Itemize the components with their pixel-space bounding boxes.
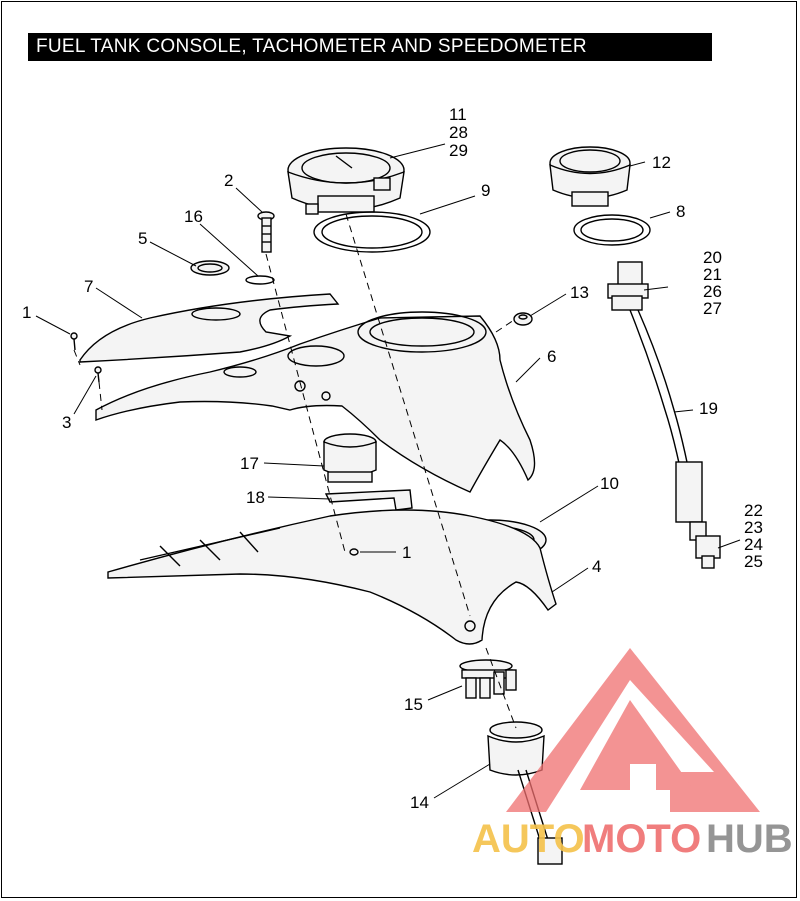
lower-screw — [349, 548, 359, 556]
console-top-cover — [79, 293, 340, 363]
watermark-text-hub: HUB — [706, 817, 793, 861]
callout-20: 20 — [703, 248, 722, 267]
callout-23: 23 — [744, 518, 763, 537]
assembly-guide-lines — [73, 213, 517, 729]
grommet — [245, 275, 275, 285]
callout-29: 29 — [449, 141, 468, 160]
diagram-title: FUEL TANK CONSOLE, TACHOMETER AND SPEEDO… — [28, 33, 712, 61]
callout-7: 7 — [84, 277, 93, 296]
callout-15: 15 — [404, 695, 423, 714]
callout-13: 13 — [570, 283, 589, 302]
callout-2: 2 — [224, 171, 233, 190]
callout-leader-lines — [35, 143, 741, 799]
callout-12: 12 — [652, 153, 671, 172]
callout-10: 10 — [600, 474, 619, 493]
indicator-lamp-housing — [323, 433, 377, 483]
watermark-text-moto: MOTO — [582, 817, 701, 861]
callout-21: 21 — [703, 265, 722, 284]
callout-19: 19 — [699, 399, 718, 418]
console-grommet — [513, 312, 533, 326]
callout-8: 8 — [676, 202, 685, 221]
callout-3: 3 — [62, 413, 71, 432]
tachometer-housing — [549, 146, 631, 207]
callout-28: 28 — [449, 123, 468, 142]
callout-22: 22 — [744, 501, 763, 520]
callout-labels: 11 28 29 12 2 9 16 5 8 20 21 26 27 7 1 1… — [22, 105, 763, 812]
gauge-connector — [459, 659, 517, 699]
gauge-sensor-assembly — [487, 721, 563, 865]
callout-17: 17 — [240, 454, 259, 473]
callout-16: 16 — [184, 207, 203, 226]
callout-9: 9 — [481, 181, 490, 200]
speedometer-gasket-ring — [313, 211, 431, 253]
callout-6: 6 — [547, 347, 556, 366]
callout-11: 11 — [449, 105, 467, 124]
speedometer-housing — [287, 147, 405, 215]
small-screw-upper — [70, 332, 78, 351]
tachometer-wire-harness — [607, 261, 721, 569]
callout-5: 5 — [138, 229, 147, 248]
callout-18: 18 — [246, 488, 265, 507]
callout-27: 27 — [703, 299, 722, 318]
callout-4: 4 — [592, 557, 601, 576]
watermark-text-auto: AUTO — [472, 817, 585, 861]
callout-26: 26 — [703, 282, 722, 301]
callout-1-lower: 1 — [402, 543, 411, 562]
console-lower-panel — [107, 509, 557, 645]
console-base — [95, 311, 536, 493]
console-emblem — [190, 260, 230, 276]
lamp-bracket — [324, 489, 413, 511]
callout-14: 14 — [410, 793, 429, 812]
small-screw-lower — [94, 366, 102, 383]
automotohub-watermark-logo: AUTO MOTO HUB — [472, 648, 793, 861]
callout-25: 25 — [744, 552, 763, 571]
tachometer-gasket-ring — [573, 214, 651, 246]
callout-24: 24 — [744, 535, 763, 554]
callout-1-upper: 1 — [22, 303, 31, 322]
mounting-screw — [257, 211, 275, 253]
watermark-triangle-mark — [506, 648, 760, 812]
